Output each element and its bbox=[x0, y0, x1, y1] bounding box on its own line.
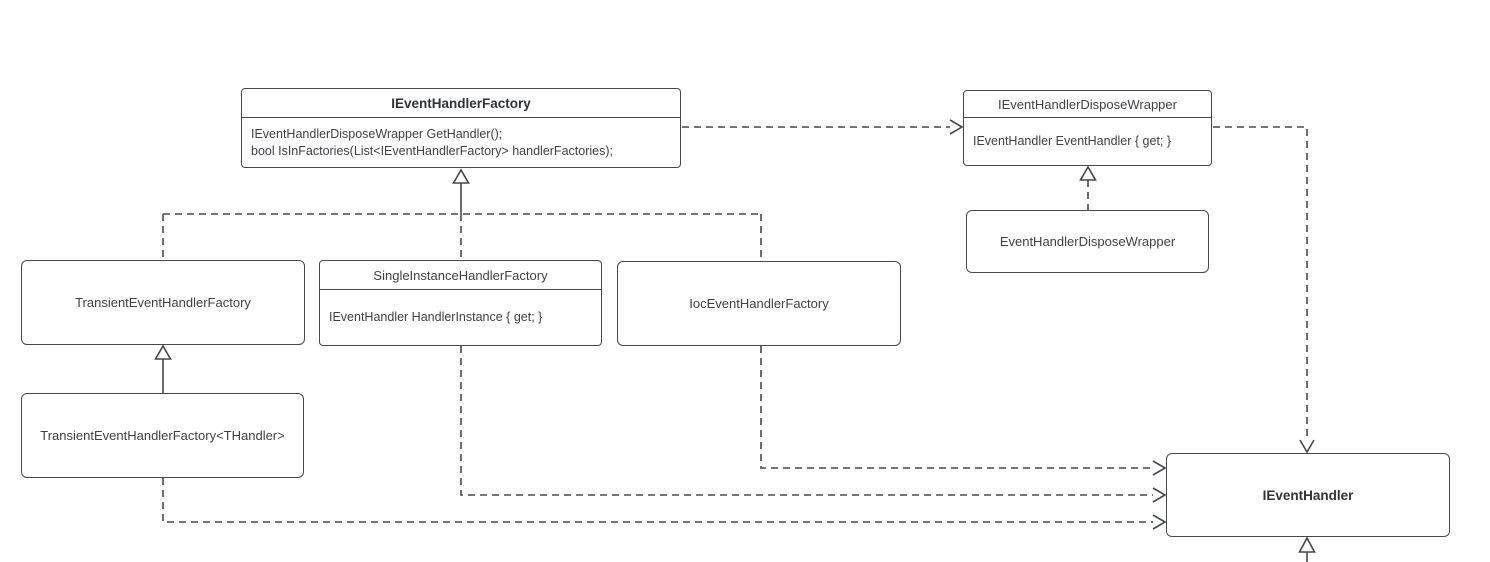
hollow-triangle-icon bbox=[452, 168, 470, 184]
class-box-transienteventhandlerfactory[interactable]: TransientEventHandlerFactory bbox=[21, 260, 305, 345]
edge-factories-realize-ieventhandlerfactory[interactable] bbox=[162, 168, 762, 261]
class-member: IEventHandler EventHandler { get; } bbox=[973, 134, 1172, 148]
class-box-ieventhandlerdisposewrapper[interactable]: IEventHandlerDisposeWrapper IEventHandle… bbox=[963, 90, 1212, 166]
edge-generic-transientfactory-to-ieventhandler[interactable] bbox=[162, 478, 1167, 530]
class-title: TransientEventHandlerFactory bbox=[75, 295, 251, 310]
class-box-ioceventhandlerfactory[interactable]: IocEventHandlerFactory bbox=[617, 261, 901, 346]
class-box-transienteventhandlerfactory-generic[interactable]: TransientEventHandlerFactory<THandler> bbox=[21, 393, 304, 478]
class-box-eventhandlerdisposewrapper[interactable]: EventHandlerDisposeWrapper bbox=[966, 210, 1209, 273]
class-title: EventHandlerDisposeWrapper bbox=[999, 234, 1176, 249]
hollow-triangle-icon bbox=[1079, 165, 1097, 181]
class-title: TransientEventHandlerFactory<THandler> bbox=[40, 428, 285, 443]
class-member: IEventHandler HandlerInstance { get; } bbox=[329, 310, 543, 324]
edge-offscreen-extends-ieventhandler[interactable] bbox=[1298, 536, 1316, 562]
edge-disposewrapper-realizes-interface[interactable] bbox=[1079, 165, 1097, 210]
open-arrowhead-icon bbox=[1152, 487, 1167, 503]
open-arrowhead-icon bbox=[949, 119, 964, 135]
class-title: IEventHandlerDisposeWrapper bbox=[964, 91, 1211, 118]
class-box-ieventhandler[interactable]: IEventHandler bbox=[1166, 453, 1450, 537]
class-box-singleinstancehandlerfactory[interactable]: SingleInstanceHandlerFactory IEventHandl… bbox=[319, 260, 602, 346]
class-member: IEventHandlerDisposeWrapper GetHandler()… bbox=[251, 126, 503, 141]
class-member: bool IsInFactories(List<IEventHandlerFac… bbox=[251, 143, 613, 158]
class-title: IEventHandlerFactory bbox=[242, 89, 680, 118]
class-title: SingleInstanceHandlerFactory bbox=[320, 261, 601, 290]
hollow-triangle-icon bbox=[154, 344, 172, 360]
open-arrowhead-icon bbox=[1299, 439, 1315, 454]
edge-generic-extends-transientfactory[interactable] bbox=[154, 344, 172, 393]
class-title: IocEventHandlerFactory bbox=[689, 296, 829, 311]
open-arrowhead-icon bbox=[1152, 460, 1167, 476]
hollow-triangle-icon bbox=[1298, 536, 1316, 553]
edge-iocfactory-to-ieventhandler[interactable] bbox=[760, 346, 1167, 476]
edge-disposewrapper-interface-to-ieventhandler[interactable] bbox=[1213, 126, 1315, 454]
edge-factory-to-disposewrapper-interface[interactable] bbox=[682, 119, 964, 135]
class-box-ieventhandlerfactory[interactable]: IEventHandlerFactory IEventHandlerDispos… bbox=[241, 88, 681, 168]
edge-singleinstancefactory-to-ieventhandler[interactable] bbox=[460, 346, 1167, 503]
class-title: IEventHandler bbox=[1262, 487, 1354, 503]
open-arrowhead-icon bbox=[1152, 514, 1167, 530]
